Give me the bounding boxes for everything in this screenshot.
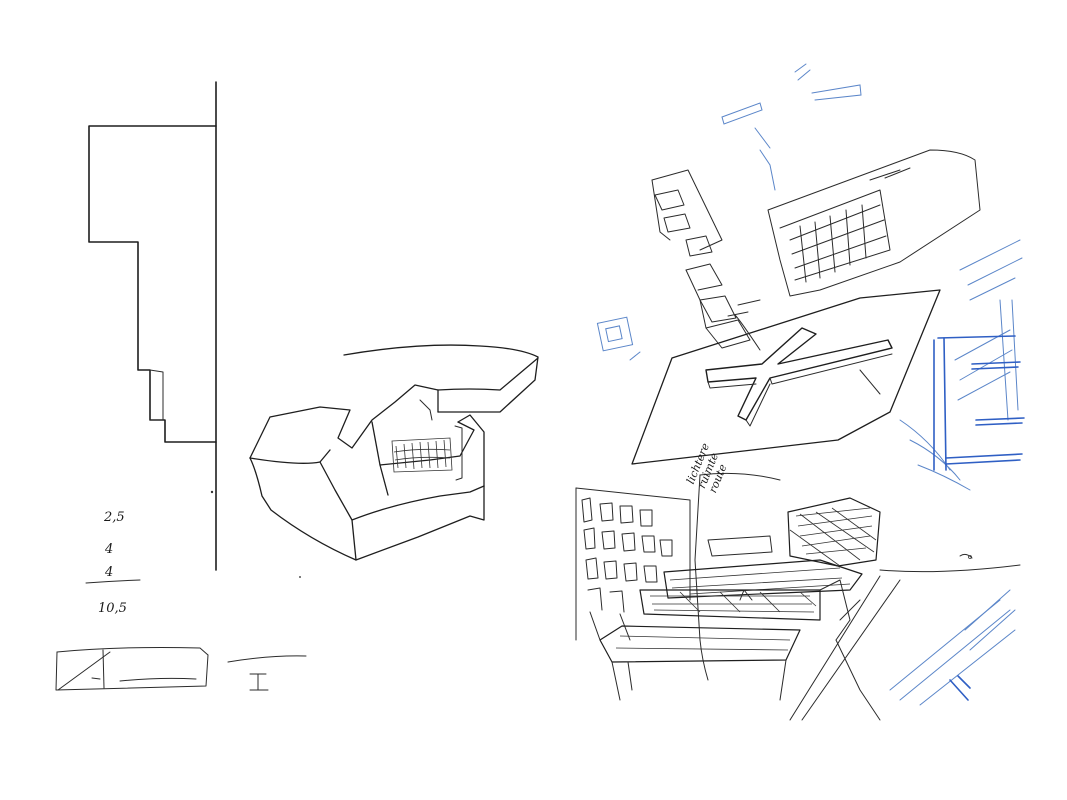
route-annotation: lichtere ruimte route [684, 441, 730, 495]
section-strip-sketch [55, 647, 307, 691]
dimension-value-1: 2,5 [103, 510, 125, 525]
massing-model-sketch [249, 344, 539, 578]
stepped-profile-drawing [88, 81, 217, 571]
dimension-total: 10,5 [98, 601, 127, 616]
dimension-value-3: 4 [104, 565, 113, 580]
perspective-building-sketch [631, 149, 981, 641]
street-perspective-sketch [575, 487, 1021, 721]
blue-pencil-background [596, 63, 1023, 706]
blue-pen-facade [933, 335, 1025, 701]
dimension-tally: 2,5 4 4 10,5 [85, 510, 141, 616]
dimension-value-2: 4 [104, 542, 113, 557]
